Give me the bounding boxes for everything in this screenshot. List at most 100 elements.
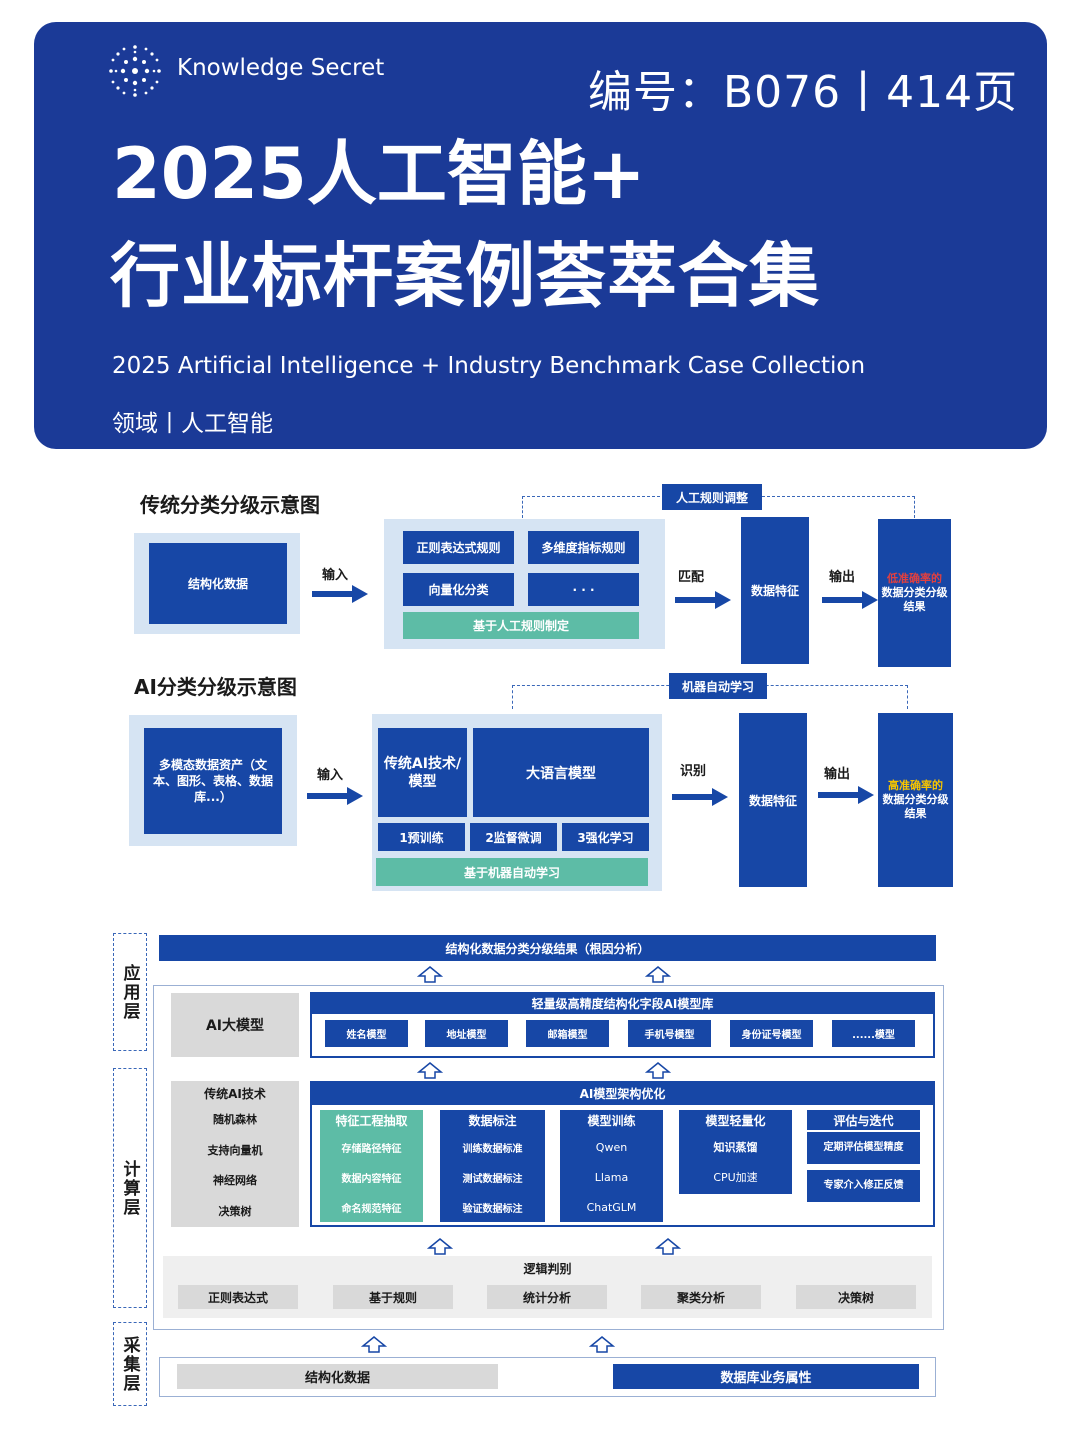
model-name: 姓名模型 — [325, 1020, 408, 1047]
traditional-ai-model: 传统AI技术/模型 — [378, 728, 467, 817]
feedback-traditional: 人工规则调整 — [662, 484, 762, 510]
trad-ai-item: 支持向量机 — [207, 1144, 263, 1157]
large-language-model: 大语言模型 — [473, 728, 649, 817]
arrow-right-icon — [818, 786, 874, 804]
up-arrow-icon — [655, 1238, 681, 1255]
recognize-label: 识别 — [680, 764, 707, 779]
arrow-right-icon — [672, 788, 728, 806]
traditional-ai-panel — [171, 1081, 299, 1227]
collect-frame — [159, 1357, 936, 1397]
model-phone: 手机号模型 — [628, 1020, 711, 1047]
opt-col-title: 模型轻量化 — [705, 1113, 766, 1128]
logo-text: Knowledge Secret — [177, 55, 385, 81]
arrow-right-icon — [307, 787, 363, 805]
up-arrow-icon — [589, 1336, 615, 1353]
arrow-right-icon — [312, 585, 368, 603]
trad-ai-item: 神经网络 — [213, 1174, 257, 1187]
arrow-right-icon — [822, 591, 878, 609]
opt-col-feature — [320, 1110, 423, 1222]
rule-multidim: 多维度指标规则 — [528, 531, 639, 564]
layer-compute: 计算层 — [113, 1068, 147, 1308]
opt-col-title: 评估与迭代 — [807, 1110, 920, 1130]
step-rl: 3强化学习 — [562, 823, 649, 851]
up-arrow-icon — [427, 1238, 453, 1255]
result-label-traditional: 数据分类分级结果 — [881, 586, 948, 613]
up-arrow-icon — [417, 1062, 443, 1079]
logic-item: 统计分析 — [487, 1285, 607, 1309]
logic-title: 逻辑判别 — [523, 1261, 572, 1276]
opt-col-lightweight — [679, 1110, 792, 1194]
feature-box-ai: 数据特征 — [739, 713, 807, 887]
ai-optimization-title: AI模型架构优化 — [310, 1081, 935, 1105]
opt-item: Llama — [594, 1170, 629, 1184]
opt-item: 定期评估模型精度 — [807, 1132, 920, 1164]
low-accuracy-label: 低准确率的 — [887, 572, 942, 585]
logic-item: 基于规则 — [333, 1285, 453, 1309]
up-arrow-icon — [417, 966, 443, 983]
opt-item: Qwen — [595, 1140, 628, 1154]
layer-application: 应用层 — [113, 933, 147, 1051]
opt-item: 训练数据标准 — [462, 1143, 523, 1155]
domain-label: 领域丨人工智能 — [112, 411, 273, 437]
logic-item: 聚类分析 — [641, 1285, 761, 1309]
opt-item: ChatGLM — [586, 1200, 637, 1214]
match-label: 匹配 — [678, 570, 705, 585]
ai-big-model-label: AI大模型 — [171, 993, 299, 1057]
layer-collect: 采集层 — [113, 1322, 147, 1406]
ai-heading: AI分类分级示意图 — [134, 675, 297, 699]
rules-base: 基于人工规则制定 — [403, 612, 639, 639]
title-line-1: 2025人工智能+ — [112, 133, 646, 215]
opt-item: 验证数据标注 — [462, 1203, 523, 1215]
collect-structured-data: 结构化数据 — [177, 1364, 498, 1389]
model-address: 地址模型 — [425, 1020, 508, 1047]
opt-item: 命名规范特征 — [341, 1203, 402, 1215]
output-label-ai: 输出 — [824, 767, 851, 782]
traditional-input-box: 结构化数据 — [149, 543, 287, 624]
opt-item: 专家介入修正反馈 — [807, 1170, 920, 1202]
trad-ai-item: 决策树 — [218, 1205, 252, 1218]
logic-item: 正则表达式 — [178, 1285, 298, 1309]
document-code: 编号：B076丨414页 — [588, 67, 1019, 118]
rule-more: · · · — [528, 573, 639, 606]
result-box-ai: 高准确率的 数据分类分级结果 — [878, 713, 953, 887]
traditional-ai-title: 传统AI技术 — [204, 1086, 266, 1101]
step-finetune: 2监督微调 — [470, 823, 557, 851]
knowledge-secret-logo-icon — [109, 45, 161, 97]
model-idcard: 身份证号模型 — [730, 1020, 813, 1047]
arrow-right-icon — [675, 591, 731, 609]
up-arrow-icon — [645, 966, 671, 983]
result-label-ai: 数据分类分级结果 — [882, 793, 949, 820]
traditional-heading: 传统分类分级示意图 — [140, 493, 320, 517]
model-library-title: 轻量级高精度结构化字段AI模型库 — [310, 992, 935, 1014]
rule-regex: 正则表达式规则 — [403, 531, 514, 564]
step-pretrain: 1预训练 — [378, 823, 465, 851]
opt-item: 数据内容特征 — [341, 1173, 402, 1185]
opt-item: 测试数据标注 — [462, 1173, 523, 1185]
opt-col-title: 模型训练 — [587, 1113, 636, 1128]
compute-frame — [153, 985, 944, 1330]
english-subtitle: 2025 Artificial Intelligence + Industry … — [112, 353, 866, 379]
opt-col-title: 特征工程抽取 — [335, 1113, 408, 1128]
collect-db-attributes: 数据库业务属性 — [613, 1364, 919, 1389]
opt-item: 存储路径特征 — [341, 1143, 402, 1155]
opt-col-training — [560, 1110, 663, 1222]
rule-vector: 向量化分类 — [403, 573, 514, 606]
feedback-ai: 机器自动学习 — [669, 673, 767, 699]
up-arrow-icon — [361, 1336, 387, 1353]
logic-item: 决策树 — [796, 1285, 916, 1309]
opt-item: CPU加速 — [713, 1171, 758, 1184]
high-accuracy-label: 高准确率的 — [888, 779, 943, 792]
ai-base: 基于机器自动学习 — [376, 858, 648, 886]
traditional-input-label: 输入 — [322, 568, 349, 583]
feature-box-traditional: 数据特征 — [741, 517, 809, 664]
ai-input-box: 多模态数据资产（文本、图形、表格、数据库...） — [144, 728, 282, 834]
model-more: ......模型 — [832, 1020, 915, 1047]
result-box-traditional: 低准确率的 数据分类分级结果 — [878, 519, 951, 667]
app-result-bar: 结构化数据分类分级结果（根因分析） — [159, 935, 936, 961]
model-email: 邮箱模型 — [526, 1020, 609, 1047]
cover-banner — [34, 22, 1047, 449]
title-line-2: 行业标杆案例荟萃合集 — [110, 235, 820, 317]
opt-col-title: 数据标注 — [468, 1113, 517, 1128]
opt-item: 知识蒸馏 — [713, 1141, 758, 1154]
trad-ai-item: 随机森林 — [213, 1113, 257, 1126]
